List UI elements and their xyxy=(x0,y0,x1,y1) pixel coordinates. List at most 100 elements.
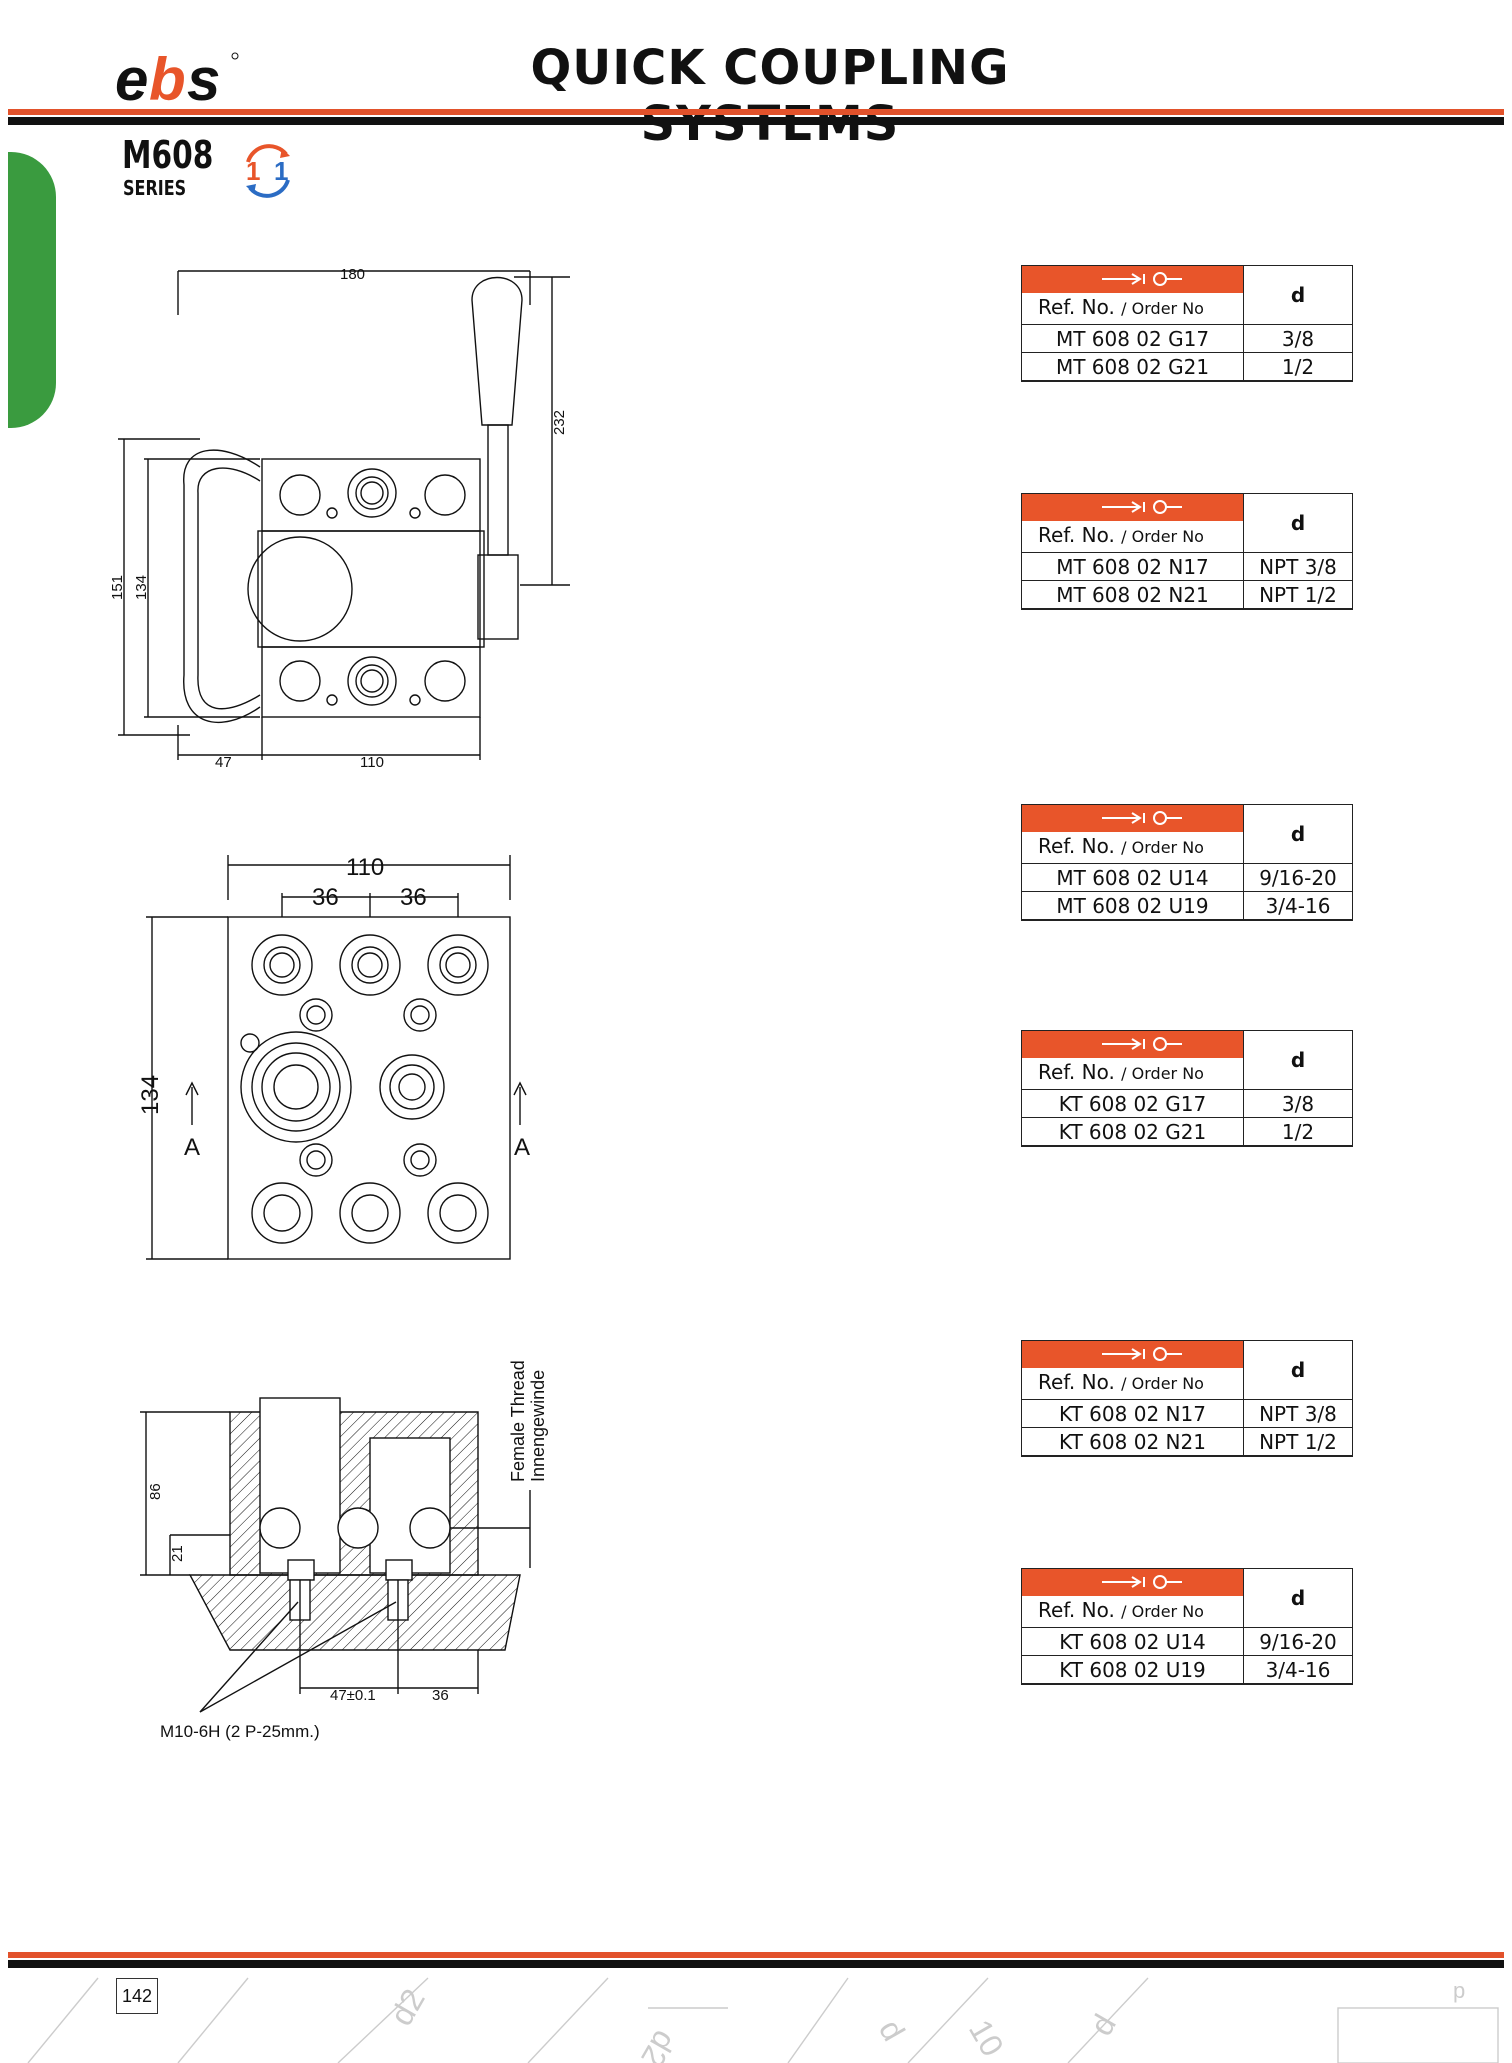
thread-size: NPT 3/8 xyxy=(1243,552,1353,581)
footer-background-drawing: d2 d2 d 10 d p xyxy=(27,1977,1499,2063)
order-label: / Order No xyxy=(1121,527,1204,546)
thread-size: NPT 1/2 xyxy=(1243,580,1353,610)
series-name: M608 xyxy=(122,133,214,177)
d-header: d xyxy=(1243,804,1353,864)
dim-232: 232 xyxy=(551,410,568,435)
footer-label: 10 xyxy=(962,2014,1011,2063)
section-label-left: A xyxy=(184,1134,200,1161)
footer-rule-orange xyxy=(8,1952,1504,1958)
thread-size: NPT 1/2 xyxy=(1243,1427,1353,1457)
header-rule-black xyxy=(8,117,1504,125)
coupling-symbol-icon xyxy=(1102,1575,1182,1589)
one-to-one-rotation-icon: 1 1 xyxy=(238,140,298,202)
thread-size: NPT 3/8 xyxy=(1243,1399,1353,1428)
section-view-drawing: 86 21 47±0.1 36 Female Thread Innengewin… xyxy=(140,1360,548,1741)
order-label: / Order No xyxy=(1121,299,1204,318)
thread-size: 3/4-16 xyxy=(1243,891,1353,921)
thread-size: 9/16-20 xyxy=(1243,863,1353,892)
order-no: KT 608 02 G17 xyxy=(1021,1089,1244,1118)
port-row-top xyxy=(251,934,489,996)
screw-spec: M10-6H (2 P-25mm.) xyxy=(160,1722,320,1741)
dim-47: 47 xyxy=(215,754,232,771)
order-label: / Order No xyxy=(1121,1064,1204,1083)
d-header: d xyxy=(1243,1340,1353,1400)
ref-label: Ref. No. xyxy=(1038,834,1115,858)
order-no: MT 608 02 U19 xyxy=(1021,891,1244,921)
dim-110: 110 xyxy=(360,754,384,771)
section-tab xyxy=(8,152,56,428)
order-no: MT 608 02 N17 xyxy=(1021,552,1244,581)
thread-size: 9/16-20 xyxy=(1243,1627,1353,1656)
d-header: d xyxy=(1243,1568,1353,1628)
thread-size: 3/4-16 xyxy=(1243,1655,1353,1685)
coupling-symbol-icon xyxy=(1102,1347,1182,1361)
dim-110: 110 xyxy=(346,855,384,881)
footer-label: d xyxy=(872,2014,912,2047)
dim-134: 134 xyxy=(133,575,150,600)
dim-36-left: 36 xyxy=(312,884,339,911)
order-label: / Order No xyxy=(1121,838,1204,857)
svg-text:1: 1 xyxy=(274,156,288,186)
footer-rule-black xyxy=(8,1960,1504,1968)
dim-134: 134 xyxy=(137,1075,164,1115)
thread-size: 3/8 xyxy=(1243,1089,1353,1118)
ebs-logo: e b s xyxy=(115,42,245,113)
order-no: MT 608 02 G21 xyxy=(1021,352,1244,382)
d-header: d xyxy=(1243,493,1353,553)
d-header: d xyxy=(1243,265,1353,325)
front-view-drawing: 110 36 36 134 A A xyxy=(137,855,530,1260)
page-number: 142 xyxy=(116,1978,158,2014)
order-label: / Order No xyxy=(1121,1602,1204,1621)
footer-label: d xyxy=(1083,2008,1123,2041)
ref-label: Ref. No. xyxy=(1038,523,1115,547)
dim-spacing: 47±0.1 xyxy=(330,1687,376,1704)
order-no: KT 608 02 U14 xyxy=(1021,1627,1244,1656)
section-label-right: A xyxy=(514,1134,530,1161)
dim-180: 180 xyxy=(340,266,365,283)
svg-text:e: e xyxy=(115,46,148,112)
footer-label: p xyxy=(1453,1978,1465,2003)
order-no: KT 608 02 N17 xyxy=(1021,1399,1244,1428)
d-header: d xyxy=(1243,1030,1353,1090)
svg-text:b: b xyxy=(149,46,186,112)
order-no: MT 608 02 G17 xyxy=(1021,324,1244,353)
page-title: QUICK COUPLING SYSTEMS xyxy=(530,40,1010,152)
ref-label: Ref. No. xyxy=(1038,295,1115,319)
order-no: MT 608 02 U14 xyxy=(1021,863,1244,892)
dim-36-right: 36 xyxy=(400,884,427,911)
coupling-symbol-icon xyxy=(1102,500,1182,514)
coupling-symbol-icon xyxy=(1102,272,1182,286)
dim-86: 86 xyxy=(147,1483,164,1500)
footer-label: d2 xyxy=(634,2025,683,2063)
ref-label: Ref. No. xyxy=(1038,1598,1115,1622)
svg-text:1: 1 xyxy=(246,156,260,186)
dim-151: 151 xyxy=(110,575,126,600)
header-rule-orange xyxy=(8,109,1504,115)
thread-size: 1/2 xyxy=(1243,352,1353,382)
dim-36: 36 xyxy=(432,1687,449,1704)
coupling-symbol-icon xyxy=(1102,811,1182,825)
thread-size: 3/8 xyxy=(1243,324,1353,353)
ref-label: Ref. No. xyxy=(1038,1370,1115,1394)
order-no: KT 608 02 N21 xyxy=(1021,1427,1244,1457)
ref-label: Ref. No. xyxy=(1038,1060,1115,1084)
dim-21: 21 xyxy=(169,1545,186,1562)
series-label: SERIES xyxy=(123,176,187,200)
footer-label: d2 xyxy=(383,1983,432,2032)
coupling-symbol-icon xyxy=(1102,1037,1182,1051)
thread-label-en: Female Thread xyxy=(508,1360,528,1482)
order-label: / Order No xyxy=(1121,1374,1204,1393)
svg-text:s: s xyxy=(187,46,220,112)
order-no: KT 608 02 U19 xyxy=(1021,1655,1244,1685)
order-no: MT 608 02 N21 xyxy=(1021,580,1244,610)
thread-label-de: Innengewinde xyxy=(528,1370,548,1482)
order-no: KT 608 02 G21 xyxy=(1021,1117,1244,1147)
side-view-drawing: 180 232 151 134 47 110 xyxy=(110,266,570,771)
port-row-bottom xyxy=(251,1182,489,1244)
